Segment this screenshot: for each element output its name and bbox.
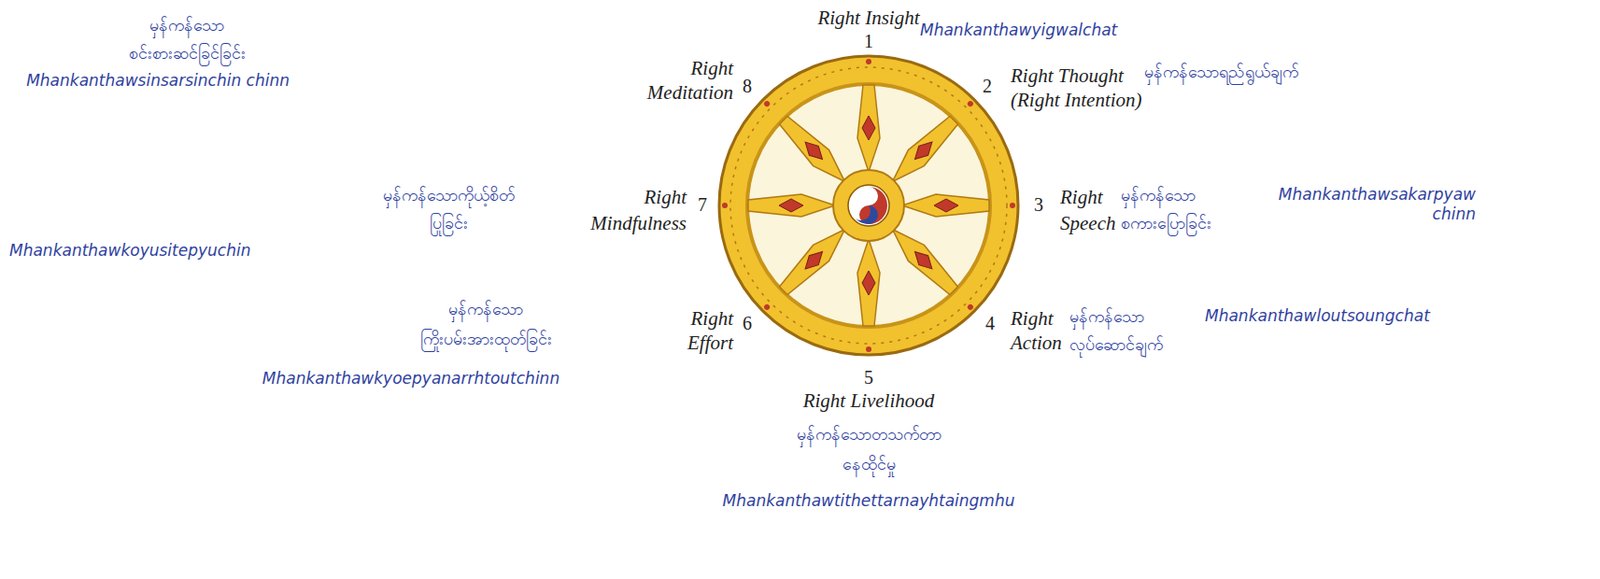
burmese-label: စင်းစားဆင်ခြင်ခြင်း (128, 41, 246, 65)
callout-number: 4 (985, 311, 995, 336)
path-label: Effort (687, 330, 734, 355)
burmese-label: မှန်ကန်သော (1120, 183, 1196, 207)
romanized-label: Mhankanthawyigwalchat (920, 20, 1118, 41)
path-label: Mindfulness (590, 211, 687, 236)
path-label: Meditation (647, 80, 734, 105)
path-label: Right (1060, 184, 1104, 210)
path-label: Speech (1060, 211, 1116, 236)
burmese-label: လုပ်ဆောင်ချက် (1069, 332, 1163, 356)
path-label: Right Insight (817, 5, 920, 30)
burmese-label: ပြုခြင်း (429, 211, 468, 235)
romanized-label: Mhankanthawsakarpyaw chinn (1242, 184, 1476, 226)
romanized-label: Mhankanthawsinsarsinchin chinn (9, 70, 290, 91)
callout-number: 1 (863, 29, 874, 54)
path-label: Right (1010, 306, 1054, 331)
path-label: Right (691, 306, 735, 331)
path-label: Right Thought (1010, 63, 1124, 88)
burmese-label: မှန်ကန်သော (448, 297, 524, 321)
romanized-label: Mhankanthawkoyusitepyuchin (9, 240, 251, 261)
callout-number: 3 (1033, 193, 1044, 217)
romanized-label: Mhankanthawkyoepyanarrhtoutchinn (262, 368, 560, 389)
path-label: Action (1010, 330, 1062, 355)
path-label: Right (691, 56, 735, 81)
path-label: Right Livelihood (803, 388, 935, 413)
burmese-label: မှန်ကန်သောတသက်တာ (796, 422, 942, 446)
callout-number: 7 (697, 193, 708, 217)
burmese-label: နေထိုင်မှု (842, 452, 896, 476)
burmese-label: ကြိုးပမ်းအားထုတ်ခြင်း (420, 326, 553, 351)
path-label: Right (644, 184, 688, 210)
burmese-label: မှန်ကန်သောရည်ရွယ်ချက် (1144, 59, 1299, 84)
romanized-label: Mhankanthawloutsoungchat (1204, 306, 1431, 326)
burmese-label: မှန်ကန်သော (1069, 304, 1145, 328)
callout-number: 5 (863, 366, 874, 390)
callout-number: 6 (742, 311, 752, 336)
romanized-label: Mhankanthawtithettarnayhtaingmhu (722, 491, 1016, 511)
callout-number: 2 (982, 74, 992, 99)
callout-number: 8 (742, 74, 752, 99)
burmese-label: စကားပြောခြင်း (1120, 211, 1212, 235)
burmese-label: မှန်ကန်သောကိုယ့်စိတ် (382, 183, 515, 207)
path-label: (Right Intention) (1010, 87, 1143, 113)
burmese-label: မှန်ကန်သော (149, 13, 225, 37)
